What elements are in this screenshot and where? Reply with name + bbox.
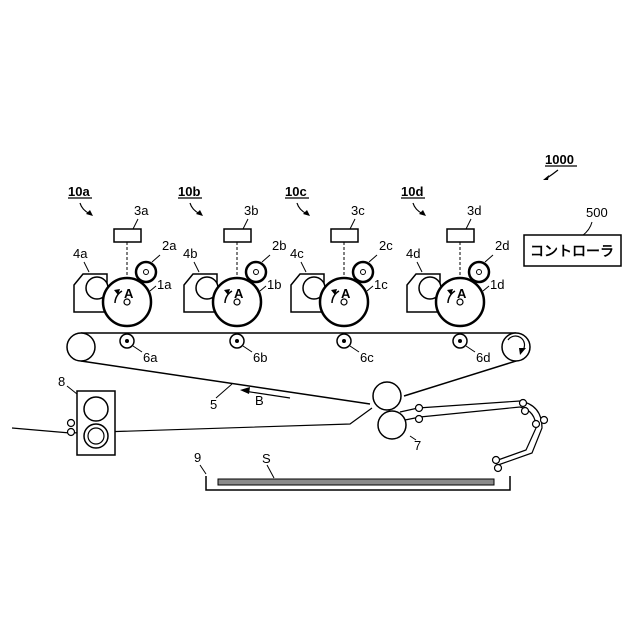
developing-unit-label: 4c (290, 246, 304, 261)
charging-roller-label: 2a (162, 238, 177, 253)
primary-transfer-roller-label: 6b (253, 350, 267, 365)
image-forming-station: 10c 3c 4cA 1c 2c 6c (285, 184, 393, 365)
primary-transfer-roller-axis (458, 339, 462, 343)
charging-roller-axis (477, 270, 482, 275)
exposure-unit-box (224, 229, 251, 242)
developing-unit-leader (84, 262, 89, 272)
charging-roller-leader (485, 255, 493, 262)
exposure-unit-label: 3b (244, 203, 258, 218)
station-unit-arrowhead (419, 210, 426, 216)
system-ref-arrowhead (543, 175, 549, 180)
exposure-unit-box (114, 229, 141, 242)
exposure-unit-label: 3d (467, 203, 481, 218)
exposure-unit-box (331, 229, 358, 242)
primary-transfer-roller-label: 6c (360, 350, 374, 365)
primary-transfer-leader (133, 346, 142, 352)
primary-transfer-leader (466, 346, 475, 352)
photoconductor-drum-label: 1a (157, 277, 172, 292)
belt-direction-arrow (244, 391, 290, 398)
photoconductor-drum-label: 1c (374, 277, 388, 292)
photoconductor-drum-label: 1d (490, 277, 504, 292)
developing-unit-label: 4d (406, 246, 420, 261)
paper-sheet (218, 479, 494, 485)
rotation-direction-label: A (124, 286, 134, 301)
fuser-ref-label: 8 (58, 374, 65, 389)
charging-roller-axis (254, 270, 259, 275)
station-unit-arrowhead (303, 210, 310, 216)
charging-roller-label: 2c (379, 238, 393, 253)
rotation-direction-label: A (341, 286, 351, 301)
rotation-direction-label: A (234, 286, 244, 301)
exposure-unit-label: 3a (134, 203, 149, 218)
station-unit-label: 10b (178, 184, 200, 199)
fuser-exit-roller-upper (68, 420, 75, 427)
sheet-ref-label: S (262, 451, 271, 466)
station-unit-label: 10c (285, 184, 307, 199)
charging-roller-axis (361, 270, 366, 275)
primary-transfer-leader (350, 346, 359, 352)
primary-transfer-roller-axis (342, 339, 346, 343)
exposure-unit-leader (133, 219, 138, 229)
station-unit-arrowhead (196, 210, 203, 216)
controller-ref-leader (582, 222, 592, 236)
station-unit-label: 10d (401, 184, 423, 199)
image-forming-station: 10d 3d 4dA 1d 2d 6d (401, 184, 509, 365)
drum-leader (150, 286, 156, 291)
primary-transfer-roller-label: 6d (476, 350, 490, 365)
photoconductor-drum-label: 1b (267, 277, 281, 292)
fuser-heat-roller (84, 397, 108, 421)
drum-leader (260, 286, 266, 291)
exposure-unit-leader (243, 219, 248, 229)
charging-roller-axis (144, 270, 149, 275)
charging-roller-leader (152, 255, 160, 262)
belt-ref-label: 5 (210, 397, 217, 412)
developing-unit-leader (194, 262, 199, 272)
cassette-ref-label: 9 (194, 450, 201, 465)
secondary-transfer-ref-label: 7 (414, 438, 421, 453)
image-forming-station: 10b 3b 4bA 1b 2b 6b (178, 184, 286, 365)
primary-transfer-leader (243, 346, 252, 352)
developing-unit-leader (417, 262, 422, 272)
developing-unit-label: 4b (183, 246, 197, 261)
fuser-ref-leader (67, 386, 77, 394)
belt-roller-left (67, 333, 95, 361)
rotation-direction-label: A (457, 286, 467, 301)
secondary-transfer-roller-upper (373, 382, 401, 410)
belt-direction-arrowhead (240, 387, 250, 394)
sheet-ref-leader (267, 465, 274, 478)
exposure-unit-label: 3c (351, 203, 365, 218)
belt-ref-leader (216, 384, 232, 398)
exposure-unit-leader (350, 219, 355, 229)
fuser-exit-roller-lower (68, 429, 75, 436)
belt-roller-right (502, 333, 530, 361)
system-ref-label: 1000 (545, 152, 574, 167)
secondary-transfer-roller-lower (378, 411, 406, 439)
cassette-ref-leader (200, 465, 206, 474)
station-unit-label: 10a (68, 184, 90, 199)
charging-roller-leader (369, 255, 377, 262)
primary-transfer-roller-axis (125, 339, 129, 343)
belt-direction-label: B (255, 393, 264, 408)
developing-unit-leader (301, 262, 306, 272)
exposure-unit-leader (466, 219, 471, 229)
charging-roller-leader (262, 255, 270, 262)
system-ref-leader (547, 170, 558, 178)
exposure-unit-box (447, 229, 474, 242)
drum-leader (367, 286, 373, 291)
controller-label: コントローラ (530, 243, 614, 259)
charging-roller-label: 2d (495, 238, 509, 253)
drum-leader (483, 286, 489, 291)
charging-roller-label: 2b (272, 238, 286, 253)
controller-ref-label: 500 (586, 205, 608, 220)
primary-transfer-roller-axis (235, 339, 239, 343)
station-unit-arrowhead (86, 210, 93, 216)
developing-unit-label: 4a (73, 246, 88, 261)
primary-transfer-roller-label: 6a (143, 350, 158, 365)
